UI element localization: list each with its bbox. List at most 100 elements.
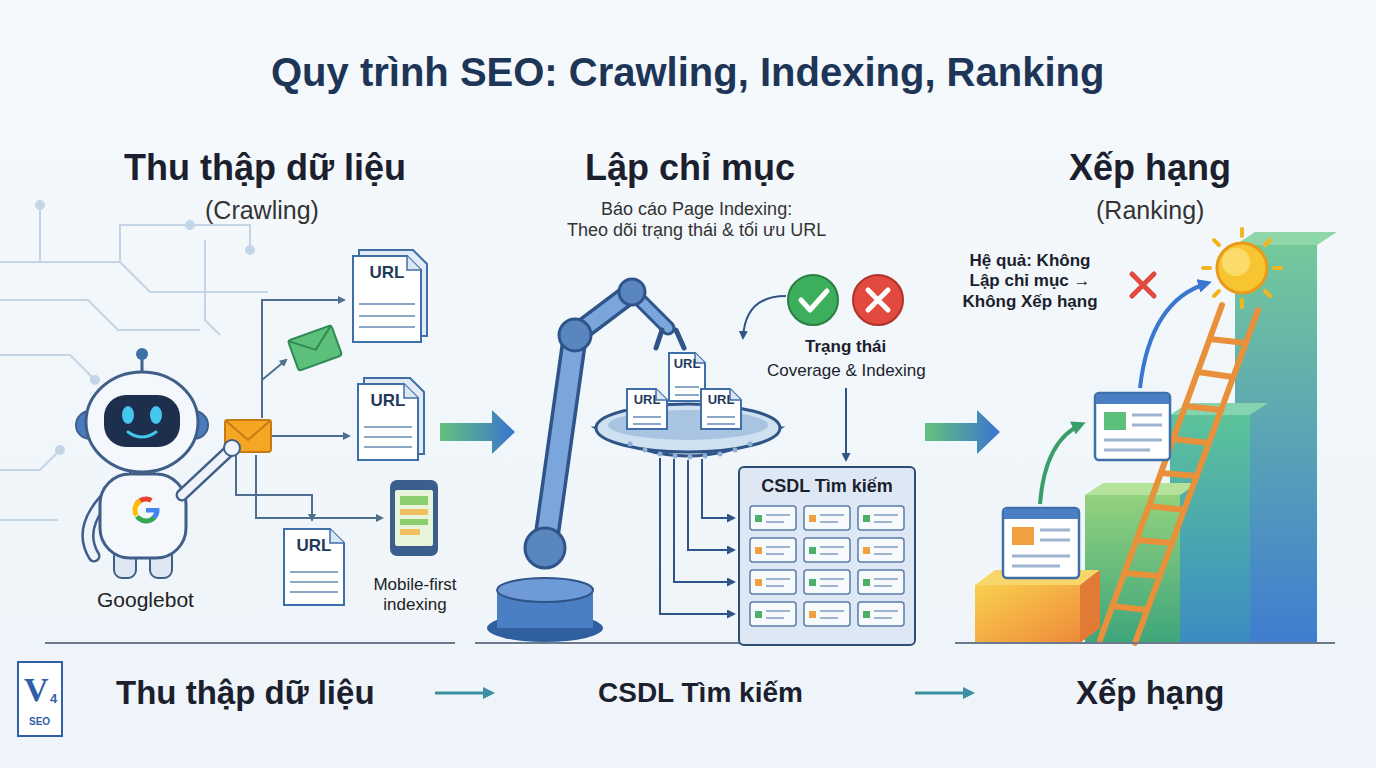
- sieve: [596, 404, 780, 452]
- database-panel: CSDL Tìm kiếm: [738, 466, 916, 646]
- circuit-lines: [186, 221, 194, 229]
- database-card: [766, 546, 790, 548]
- document-shape: [353, 256, 421, 342]
- ladder: [1149, 506, 1184, 510]
- document-line: [290, 571, 338, 573]
- robot-arm: [656, 330, 684, 348]
- document-line: [633, 416, 661, 418]
- googlebot-robot: [224, 440, 240, 456]
- database-card: [874, 585, 892, 587]
- circuit-lines: [0, 355, 95, 380]
- logo-text: SEO: [29, 716, 50, 728]
- stage-heading: Lập chỉ mục: [585, 146, 795, 189]
- ranking-bars: [975, 585, 1080, 643]
- database-card: [874, 578, 898, 580]
- document-shape: [701, 389, 741, 429]
- status-label: Trạng thái: [805, 337, 886, 357]
- sun: [1265, 240, 1270, 245]
- status-label: Coverage & Indexing: [767, 361, 926, 381]
- flow-arrow: [435, 692, 492, 695]
- sieve: [733, 448, 738, 453]
- ladder: [1100, 305, 1222, 640]
- index-lines: [702, 459, 734, 518]
- document-shape: [407, 256, 421, 270]
- web-page-icon: [1104, 449, 1150, 452]
- consequence-note: Hệ quả: Không Lập chỉ mục → Không Xếp hạ…: [955, 251, 1105, 312]
- database-card: [766, 521, 784, 523]
- document-shape: [669, 353, 705, 401]
- web-page-icon: [1012, 527, 1034, 545]
- web-page-icon: [1104, 439, 1162, 442]
- robot-arm: [487, 279, 684, 642]
- googlebot-robot: [86, 372, 198, 472]
- sun: [1217, 243, 1267, 293]
- ladder: [1185, 406, 1221, 410]
- green-envelope: [288, 325, 337, 358]
- index-lines: [660, 458, 734, 614]
- document-line: [675, 394, 699, 396]
- robot-arm: [619, 279, 645, 305]
- web-page-icon: [1104, 412, 1126, 430]
- circuit-lines: [0, 300, 200, 330]
- green-envelope: [288, 325, 342, 371]
- sun: [1214, 240, 1219, 245]
- document-line: [364, 436, 412, 438]
- document-shape: [284, 529, 344, 605]
- database-card: [755, 579, 762, 586]
- phone-icon: [390, 480, 438, 556]
- crawl-arrows: [236, 455, 312, 520]
- panel-title: CSDL Tìm kiếm: [761, 468, 893, 498]
- database-card: [820, 617, 838, 619]
- database-card: [804, 602, 850, 626]
- stage-heading: Xếp hạng: [1069, 146, 1231, 189]
- circuit-lines: [0, 519, 58, 521]
- database-card: [863, 515, 870, 522]
- googlebot-robot: [104, 395, 180, 447]
- database-card: [750, 602, 796, 626]
- database-card: [874, 610, 898, 612]
- web-page-icon: [1004, 509, 1078, 519]
- googlebot-robot: [136, 348, 148, 360]
- robot-arm: [525, 528, 565, 568]
- database-card: [858, 602, 904, 626]
- googlebot-robot: [182, 450, 230, 495]
- web-page-icon: [1132, 424, 1162, 427]
- ladder: [1161, 473, 1197, 476]
- index-lines: [688, 460, 734, 550]
- web-page-icon: [1012, 555, 1070, 558]
- diagram-title: Quy trình SEO: Crawling, Indexing, Ranki…: [271, 48, 1104, 96]
- circuit-lines: [228, 291, 268, 293]
- robot-arm: [545, 335, 575, 548]
- red-cross: [1132, 274, 1154, 296]
- document-line: [359, 315, 415, 317]
- database-card: [863, 611, 870, 618]
- database-card: [804, 538, 850, 562]
- url-label: URL: [634, 388, 661, 408]
- ladder: [1112, 606, 1147, 610]
- database-card: [863, 579, 870, 586]
- database-card: [820, 521, 838, 523]
- document-line: [359, 303, 415, 305]
- sun: [1203, 266, 1210, 270]
- database-card: [804, 506, 850, 530]
- document-line: [633, 423, 661, 425]
- circuit-lines: [91, 376, 99, 384]
- flow-step: CSDL Tìm kiếm: [598, 676, 803, 710]
- web-page-icon: [1040, 529, 1070, 532]
- database-card: [874, 514, 898, 516]
- database-card: [804, 570, 850, 594]
- googlebot-robot: [131, 495, 162, 526]
- sun: [1222, 248, 1250, 276]
- document-line: [707, 423, 735, 425]
- flow-step: Thu thập dữ liệu: [116, 673, 375, 713]
- sun: [1203, 229, 1281, 307]
- phone-icon: [400, 496, 428, 505]
- database-card: [874, 521, 892, 523]
- robot-arm: [559, 319, 591, 351]
- googlebot-robot: [122, 406, 134, 424]
- googlebot-robot: [141, 358, 144, 372]
- sieve: [658, 452, 663, 457]
- database-card: [874, 546, 898, 548]
- ladder: [1173, 439, 1209, 443]
